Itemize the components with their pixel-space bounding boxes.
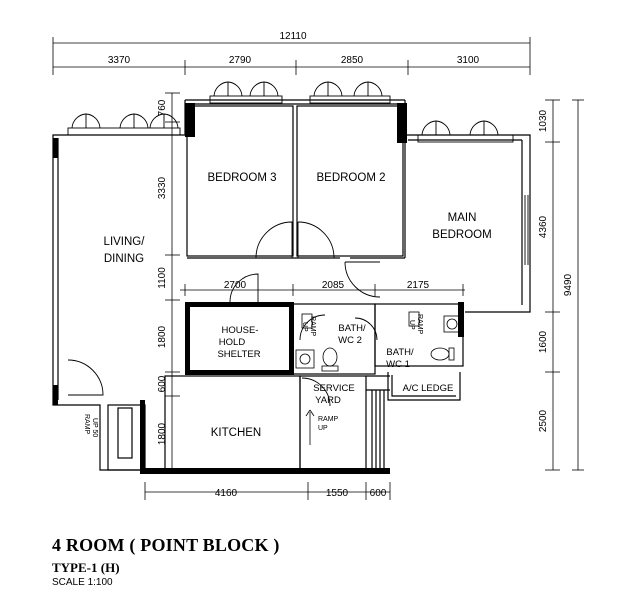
room-bath2-line1: BATH/ bbox=[338, 323, 366, 334]
bottom-dim-1: 4160 bbox=[215, 488, 238, 499]
top-dim-2: 2790 bbox=[229, 55, 252, 66]
room-service-yard-line2: YARD bbox=[315, 395, 341, 406]
left-dim-3: 1100 bbox=[157, 267, 168, 289]
ramp-label-left: RAMP bbox=[83, 414, 90, 435]
mid-dim-2: 2085 bbox=[322, 280, 345, 291]
ramp-label-service: RAMP bbox=[318, 416, 339, 423]
right-dim-1: 1030 bbox=[538, 109, 549, 132]
ramp-label-bath2: RAMP bbox=[309, 316, 316, 337]
right-dim-3: 1600 bbox=[538, 330, 549, 353]
room-bedroom-2: BEDROOM 2 bbox=[316, 172, 385, 184]
room-bath1-line2: WC 1 bbox=[386, 359, 410, 370]
top-dim-3: 2850 bbox=[341, 55, 364, 66]
room-shelter-line3: SHELTER bbox=[217, 349, 260, 360]
top-dim-1: 3370 bbox=[108, 55, 131, 66]
plan-title: 4 ROOM ( POINT BLOCK ) bbox=[52, 535, 280, 555]
ramp-up-bath2: UP bbox=[301, 322, 308, 332]
ramp-up-bath1: UP bbox=[408, 320, 415, 330]
left-dim-5: 600 bbox=[157, 375, 168, 392]
plan-type: TYPE-1 (H) bbox=[52, 560, 120, 575]
room-bedroom-3: BEDROOM 3 bbox=[207, 172, 276, 184]
fixtures bbox=[295, 311, 461, 445]
ramp-label-bath1: RAMP bbox=[416, 314, 423, 335]
dimension-labels: 12110 3370 2790 2850 3100 1030 4360 1600… bbox=[108, 31, 574, 499]
right-dim-4: 2500 bbox=[538, 409, 549, 432]
room-ac-ledge: A/C LEDGE bbox=[403, 383, 454, 394]
room-shelter-line1: HOUSE- bbox=[222, 325, 259, 336]
left-dim-1: 760 bbox=[157, 99, 168, 116]
left-dim-6: 1800 bbox=[157, 422, 168, 445]
plan-scale: SCALE 1:100 bbox=[52, 577, 113, 588]
right-total-dim: 9490 bbox=[563, 273, 574, 296]
left-dim-2: 3330 bbox=[157, 176, 168, 199]
mid-dim-3: 2175 bbox=[407, 280, 430, 291]
room-living-line2: DINING bbox=[104, 253, 144, 265]
bottom-dim-3: 600 bbox=[370, 488, 387, 499]
bottom-dim-2: 1550 bbox=[326, 488, 349, 499]
room-bath1-line1: BATH/ bbox=[386, 347, 414, 358]
room-bath2-line2: WC 2 bbox=[338, 335, 362, 346]
walls bbox=[52, 99, 531, 471]
ramp-labels: RAMP UP RAMP UP RAMP UP RAMP UP 50 bbox=[83, 314, 423, 437]
windows bbox=[67, 81, 529, 265]
room-living-line1: LIVING/ bbox=[104, 236, 146, 248]
room-labels: BEDROOM 3 BEDROOM 2 MAIN BEDROOM LIVING/… bbox=[104, 172, 492, 439]
doors bbox=[67, 221, 381, 407]
room-shelter-line2: HOLD bbox=[219, 337, 246, 348]
top-dim-4: 3100 bbox=[457, 55, 480, 66]
right-dim-2: 4360 bbox=[538, 215, 549, 238]
title-block: 4 ROOM ( POINT BLOCK ) TYPE-1 (H) SCALE … bbox=[52, 534, 280, 589]
room-main-bedroom-line2: BEDROOM bbox=[432, 229, 491, 241]
overall-width-label: 12110 bbox=[279, 31, 307, 42]
room-kitchen: KITCHEN bbox=[211, 427, 261, 439]
thick-walls bbox=[53, 103, 464, 474]
ramp-up-left: UP 50 bbox=[91, 418, 98, 437]
dimension-lines bbox=[52, 37, 584, 500]
room-main-bedroom-line1: MAIN bbox=[448, 212, 477, 224]
ramp-up-service: UP bbox=[318, 425, 328, 432]
room-service-yard-line1: SERVICE bbox=[313, 383, 355, 394]
left-dim-4: 1800 bbox=[157, 325, 168, 348]
